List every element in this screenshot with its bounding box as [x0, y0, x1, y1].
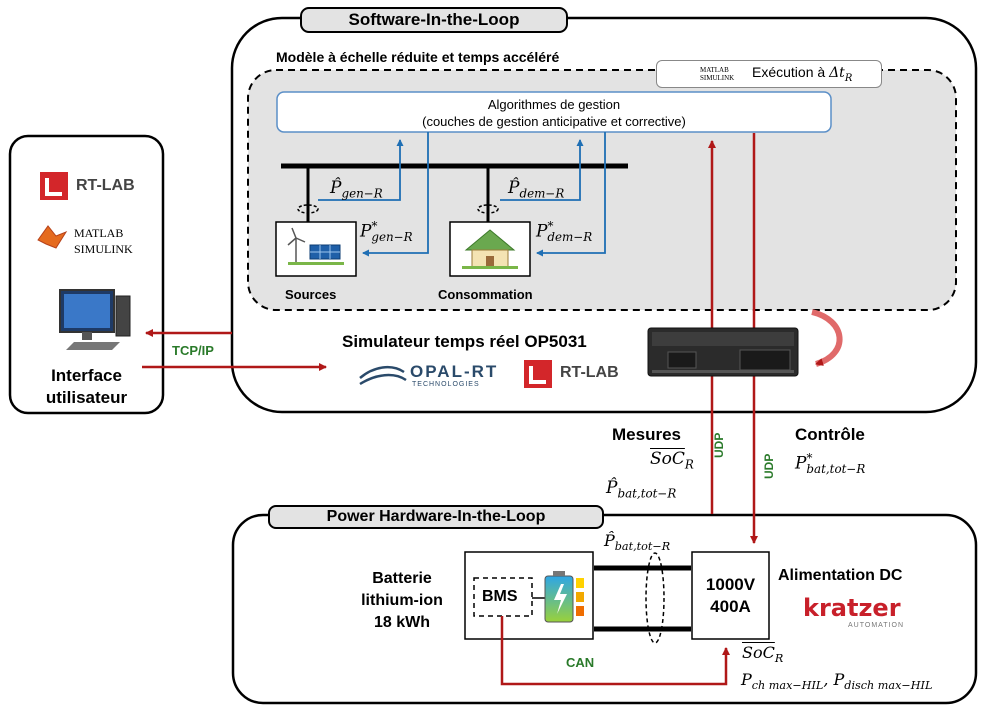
exec-box	[656, 60, 882, 88]
udp-label-1: UDP	[712, 432, 726, 458]
algo-subtitle: (couches de gestion anticipative et corr…	[422, 114, 686, 129]
kratzer-automation: AUTOMATION	[848, 622, 905, 629]
user-label-1: Interface	[51, 366, 122, 385]
matlab-logo-text: MATLAB	[74, 226, 124, 240]
mesures-label: Mesures	[612, 425, 681, 444]
model-title: Modèle à échelle réduite et temps accélé…	[276, 49, 560, 65]
can-label: CAN	[566, 655, 595, 670]
soc-phil-label: SoCR	[742, 643, 784, 666]
psu-title: Alimentation DC	[778, 567, 903, 584]
computer-icon	[59, 289, 131, 350]
op5031-image	[647, 327, 799, 377]
p-gen-hat-label: P̂gen−R	[330, 178, 383, 201]
bms-label: BMS	[482, 588, 518, 605]
user-frame	[8, 134, 165, 415]
p-dem-hat-label: P̂dem−R	[508, 178, 565, 201]
algo-box	[276, 91, 832, 133]
sil-title: Software-In-the-Loop	[300, 7, 568, 33]
p-bat-meas-label: P̂bat,tot−R	[606, 478, 677, 501]
pch-pdisch-label: Pch max−HIL, Pdisch max−HIL	[741, 670, 933, 693]
p-dem-star-label: P*dem−R	[536, 219, 593, 245]
p-bat-hat-phil-label: P̂bat,tot−R	[604, 531, 671, 554]
controle-label: Contrôle	[795, 425, 865, 444]
sources-label: Sources	[285, 287, 337, 302]
battery-label-1: Batterie	[372, 570, 432, 587]
phil-frame	[231, 513, 978, 705]
opal-rt-sub: TECHNOLOGIES	[412, 381, 480, 388]
opal-rt-logo: OPAL-RT	[410, 362, 499, 381]
p-gen-star-label: P*gen−R	[360, 219, 413, 245]
udp-label-2: UDP	[762, 453, 776, 479]
battery-label-2: lithium-ion	[361, 592, 443, 609]
rtlab-logo-sim: RT-LAB	[560, 364, 619, 381]
sil-frame	[230, 16, 978, 414]
consumption-label: Consommation	[438, 287, 533, 302]
algo-title: Algorithmes de gestion	[487, 97, 621, 112]
psu-rating-2: 400A	[710, 597, 751, 616]
p-bat-ctrl-label: P*bat,tot−R	[795, 451, 866, 477]
psu-rating-1: 1000V	[705, 575, 756, 594]
phil-title: Power Hardware-In-the-Loop	[268, 505, 604, 529]
battery-label-3: 18 kWh	[373, 614, 430, 631]
rtlab-logo-user: RT-LAB	[76, 177, 135, 194]
exec-label: Exécution à ΔtR	[752, 64, 853, 84]
matlab-simulink-tag: MATLAB SIMULINK	[700, 66, 735, 82]
soc-meas-label: SoCR	[650, 449, 694, 472]
simulink-logo-text: SIMULINK	[74, 242, 133, 256]
kratzer-logo: kratzer	[803, 594, 901, 622]
simulator-title: Simulateur temps réel OP5031	[342, 332, 587, 351]
user-label-2: utilisateur	[45, 388, 128, 407]
tcpip-label: TCP/IP	[172, 343, 214, 358]
